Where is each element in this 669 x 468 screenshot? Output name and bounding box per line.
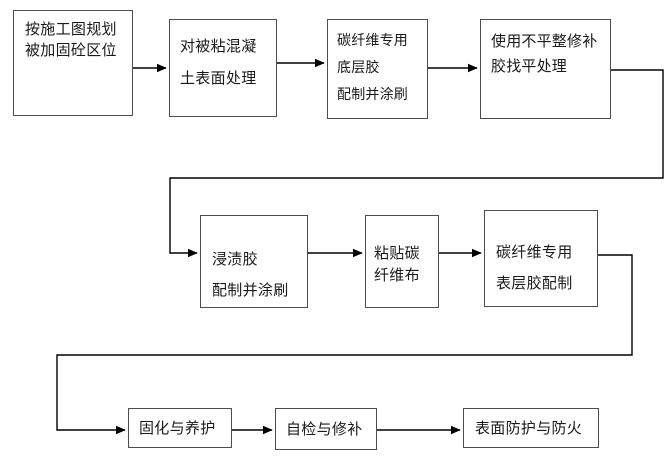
node-line: 碳纤维专用 [337, 33, 408, 49]
process-node-impregnating-resin[interactable]: 浸渍胶 配制并涂刷 [200, 215, 308, 308]
process-node-plan-area[interactable]: 按施工图规划 被加固砼区位 [13, 10, 133, 116]
process-node-curing-maintenance[interactable]: 固化与养护 [128, 408, 232, 448]
node-line: 配制并涂刷 [212, 281, 289, 299]
node-line: 底层胶 [337, 60, 380, 76]
process-node-leveling-putty[interactable]: 使用不平整修补 胶找平处理 [480, 19, 611, 119]
process-node-topcoat-mix[interactable]: 碳纤维专用 表层胶配制 [484, 210, 598, 307]
node-line: 使用不平整修补 [491, 32, 598, 50]
node-line: 土表面处理 [180, 69, 257, 87]
node-line: 碳纤维专用 [496, 243, 573, 261]
node-line: 胶找平处理 [491, 57, 568, 75]
node-line: 纤维布 [374, 266, 420, 284]
node-line: 表层胶配制 [496, 274, 573, 292]
node-line: 自检与修补 [286, 420, 363, 438]
node-line: 浸渍胶 [212, 250, 258, 268]
node-line: 配制并涂刷 [337, 87, 408, 103]
node-line: 对被粘混凝 [180, 37, 257, 55]
node-line: 按施工图规划 [25, 20, 117, 38]
node-line: 表面防护与防火 [475, 419, 583, 437]
process-node-surface-treatment[interactable]: 对被粘混凝 土表面处理 [169, 19, 277, 117]
process-node-self-inspection-repair[interactable]: 自检与修补 [275, 408, 377, 450]
node-line: 固化与养护 [139, 419, 216, 437]
node-line: 被加固砼区位 [25, 41, 117, 59]
node-line: 粘贴碳 [374, 244, 420, 262]
process-node-surface-protection-fireproofing[interactable]: 表面防护与防火 [463, 408, 599, 448]
process-node-bond-carbon-fiber-sheet[interactable]: 粘贴碳 纤维布 [365, 215, 439, 308]
process-node-primer-mix-apply[interactable]: 碳纤维专用 底层胶 配制并涂刷 [327, 19, 428, 119]
